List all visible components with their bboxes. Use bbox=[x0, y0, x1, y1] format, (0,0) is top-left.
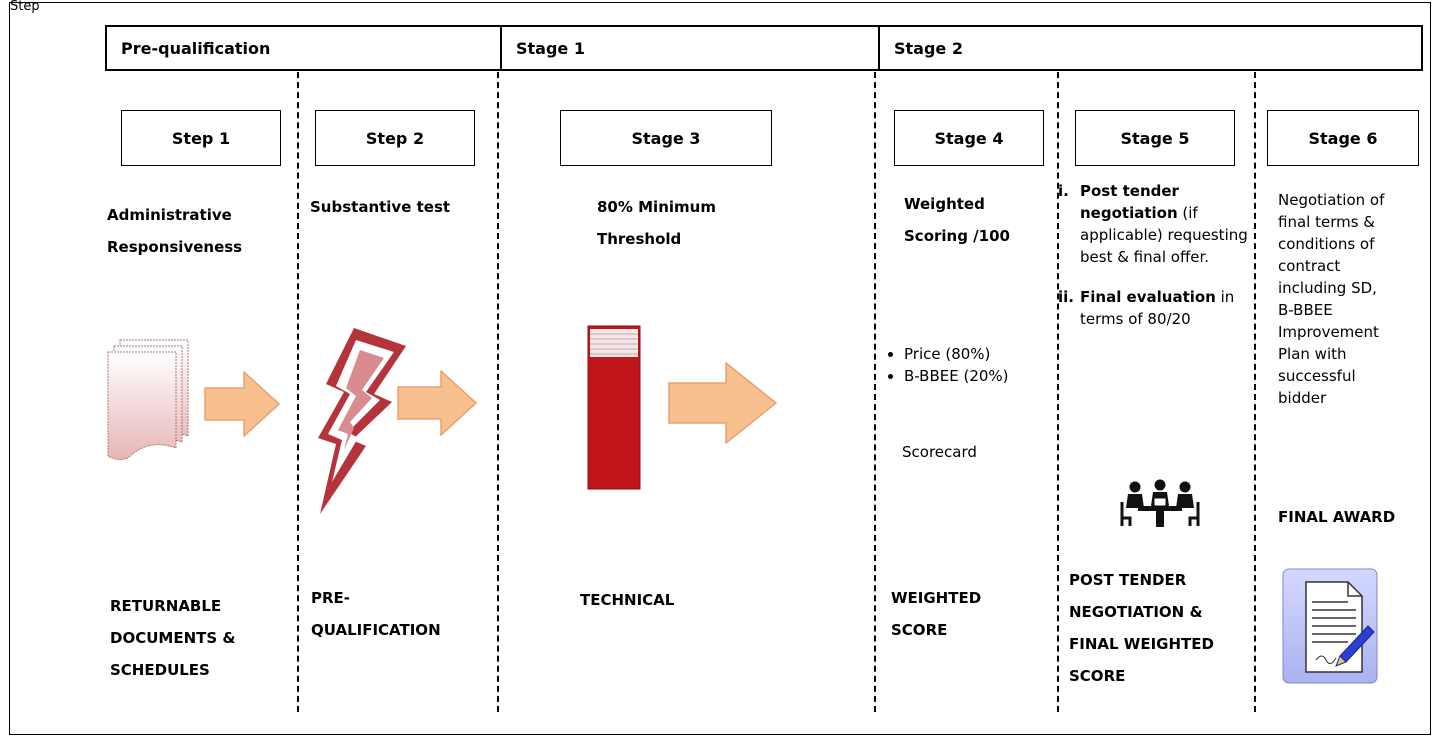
stage5-box: Stage 5 bbox=[1075, 110, 1235, 166]
divider-2 bbox=[497, 72, 499, 712]
signed-document-icon bbox=[1282, 568, 1378, 684]
step2-box: Step 2 bbox=[315, 110, 475, 166]
step1-footer: RETURNABLE DOCUMENTS & SCHEDULES bbox=[110, 597, 236, 679]
divider-3 bbox=[874, 72, 876, 712]
stage5-item-1: i. Post tender negotiation (if applicabl… bbox=[1058, 182, 1248, 266]
stage6-body: Negotiation of final terms & conditions … bbox=[1278, 191, 1385, 407]
arrow-stage3 bbox=[668, 362, 778, 444]
header-stage1: Stage 1 bbox=[500, 27, 878, 69]
stage3-title: 80% Minimum Threshold bbox=[597, 198, 716, 248]
diagram-frame: Step bbox=[9, 0, 1431, 735]
top-label: Step bbox=[10, 0, 40, 14]
header-stage2: Stage 2 bbox=[878, 27, 1421, 69]
divider-1 bbox=[297, 72, 299, 712]
header-prequalification: Pre-qualification bbox=[121, 38, 271, 58]
documents-stack-icon bbox=[107, 339, 189, 461]
stage4-bullets: Price (80%) B-BBEE (20%) bbox=[886, 343, 1014, 387]
stage4-footer: WEIGHTED SCORE bbox=[891, 589, 982, 639]
stage6-box: Stage 6 bbox=[1267, 110, 1419, 166]
stage5-list: i. Post tender negotiation (if applicabl… bbox=[1058, 180, 1253, 330]
divider-5 bbox=[1254, 72, 1256, 712]
stage5-item-2: ii. Final evaluation in terms of 80/20 bbox=[1058, 288, 1235, 328]
bullet-bbbee: B-BBEE (20%) bbox=[904, 365, 1014, 387]
lightning-bolt-icon bbox=[318, 328, 406, 514]
arrow-step1 bbox=[204, 371, 280, 437]
stage4-title: Weighted Scoring /100 bbox=[904, 195, 1010, 245]
stage6-award: FINAL AWARD bbox=[1278, 508, 1396, 526]
bullet-price: Price (80%) bbox=[904, 343, 1014, 365]
step2-footer: PRE- QUALIFICATION bbox=[311, 589, 441, 639]
red-binder-icon bbox=[587, 325, 641, 490]
divider-4 bbox=[1057, 72, 1059, 712]
stage3-box: Stage 3 bbox=[560, 110, 772, 166]
step1-title: Administrative Responsiveness bbox=[107, 206, 243, 256]
stage4-scorecard: Scorecard bbox=[902, 443, 977, 461]
meeting-people-icon bbox=[1120, 479, 1200, 527]
stage-header-row: Pre-qualification Stage 1 Stage 2 bbox=[105, 25, 1423, 71]
stage3-footer: TECHNICAL bbox=[580, 591, 675, 609]
arrow-step2 bbox=[397, 370, 477, 436]
step1-box: Step 1 bbox=[121, 110, 281, 166]
stage4-box: Stage 4 bbox=[894, 110, 1044, 166]
step2-title: Substantive test bbox=[310, 198, 451, 216]
stage5-footer: POST TENDER NEGOTIATION & FINAL WEIGHTED… bbox=[1069, 571, 1214, 685]
